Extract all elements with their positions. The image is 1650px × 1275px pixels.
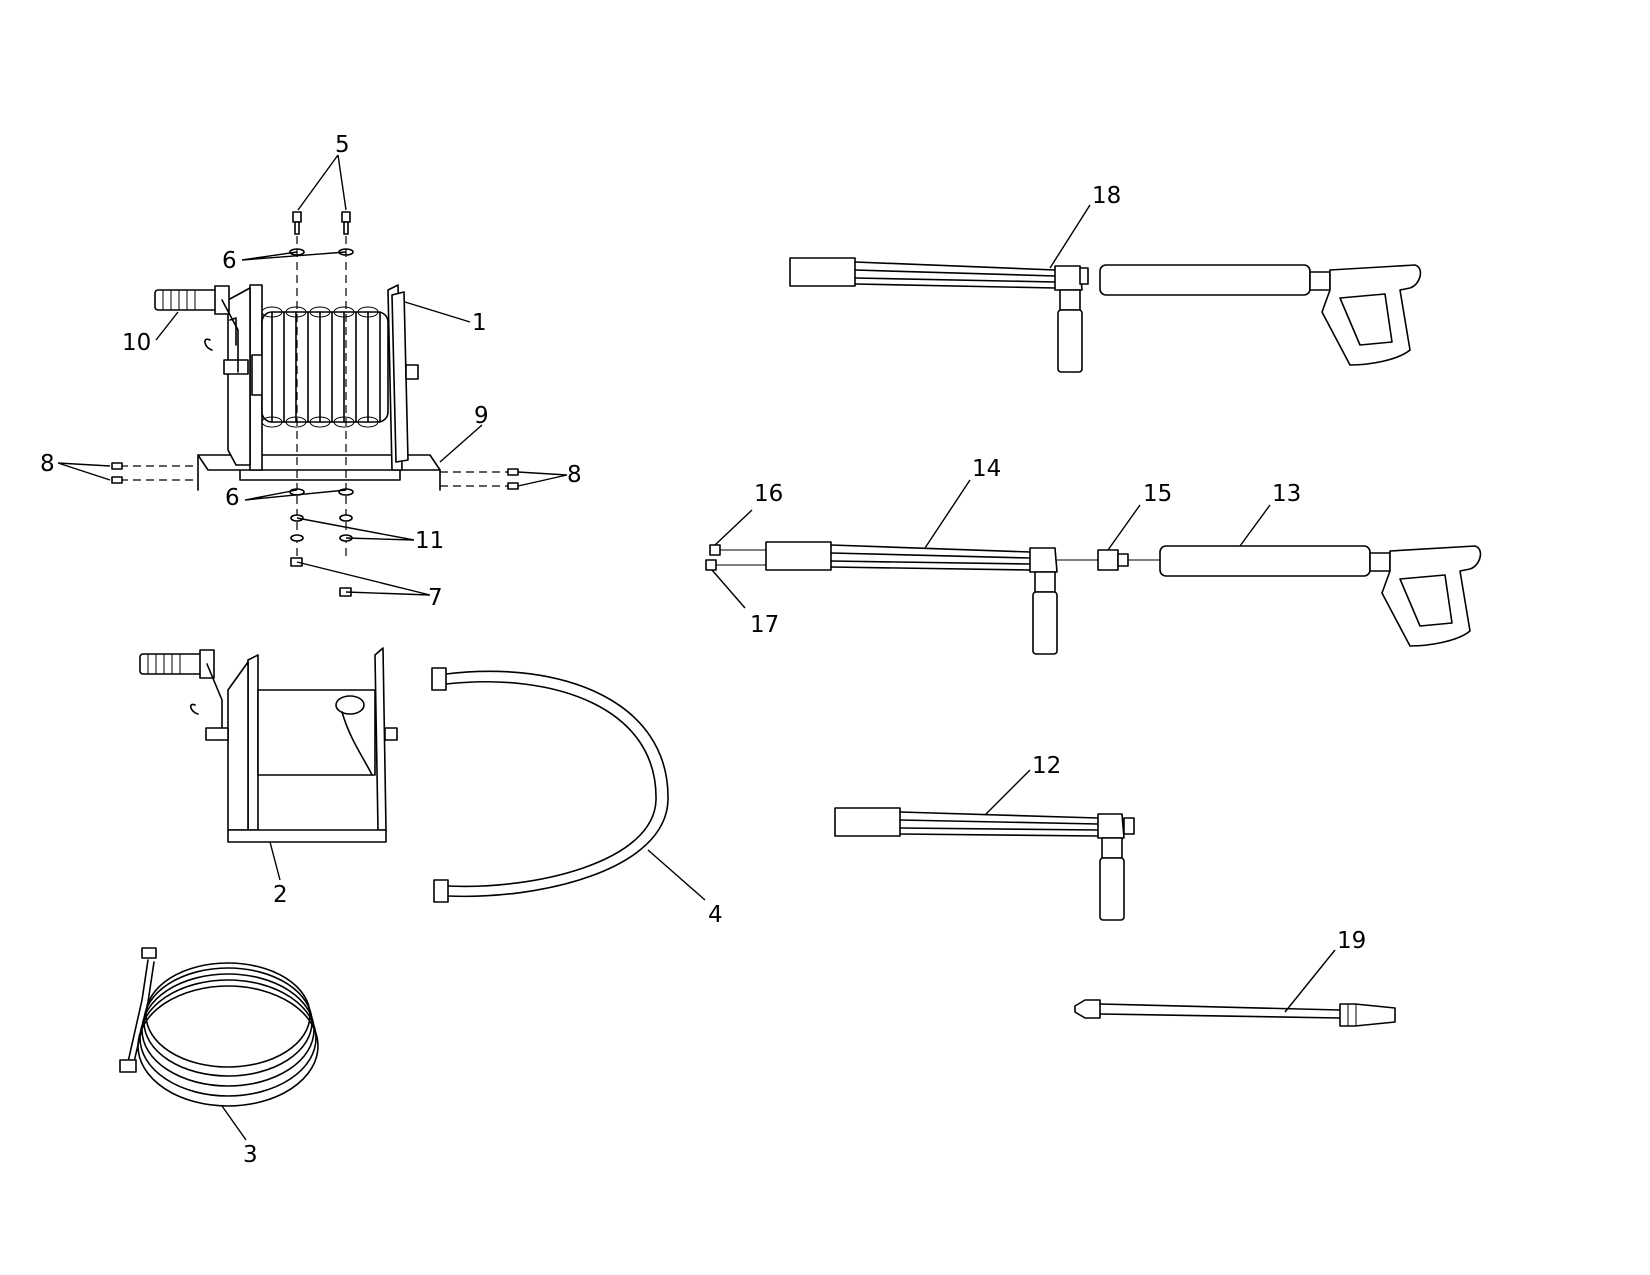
callout-17: 17	[750, 612, 779, 638]
callout-2: 2	[273, 882, 288, 908]
exploded-spray-gun	[705, 479, 1482, 655]
lance-12	[834, 769, 1135, 921]
spray-gun-lance-assembly-18	[789, 204, 1422, 373]
callout-12: 12	[1032, 753, 1061, 779]
callout-8-left: 8	[40, 451, 55, 477]
callout-11: 11	[415, 528, 444, 554]
wand-19	[1074, 949, 1396, 1027]
callout-9: 9	[474, 403, 489, 429]
reel-drum-hose-coils	[261, 306, 389, 428]
callout-4: 4	[708, 902, 723, 928]
alignment-lines	[120, 236, 510, 560]
top-bolts	[292, 211, 351, 235]
callout-19: 19	[1337, 928, 1366, 954]
callout-14: 14	[972, 456, 1001, 482]
reel-frame-assembly	[139, 647, 398, 881]
callout-5: 5	[335, 132, 350, 158]
side-bolts-right	[507, 468, 519, 490]
callout-7: 7	[428, 585, 443, 611]
nuts	[290, 557, 352, 597]
callout-labels: 1 2 3 4 5 6 6 7 8 8 9 10 11 12 13 14 15 …	[40, 132, 1366, 1168]
callout-8-right: 8	[567, 462, 582, 488]
callout-18: 18	[1092, 183, 1121, 209]
coiled-hose	[119, 947, 319, 1141]
reel-crank-handle	[154, 285, 239, 373]
callout-6-top: 6	[222, 248, 237, 274]
callout-16: 16	[754, 481, 783, 507]
callout-10: 10	[122, 330, 151, 356]
callout-1: 1	[472, 310, 487, 336]
hose-reel-assembly	[57, 154, 568, 597]
callout-3: 3	[243, 1142, 258, 1168]
side-bolts-left	[111, 462, 123, 484]
connector-hose	[431, 667, 706, 903]
reel-right-flange	[387, 284, 419, 471]
reel-left-flange	[223, 284, 267, 471]
callout-6-bottom: 6	[225, 485, 240, 511]
callout-13: 13	[1272, 481, 1301, 507]
callout-15: 15	[1143, 481, 1172, 507]
lock-washers	[290, 514, 353, 542]
